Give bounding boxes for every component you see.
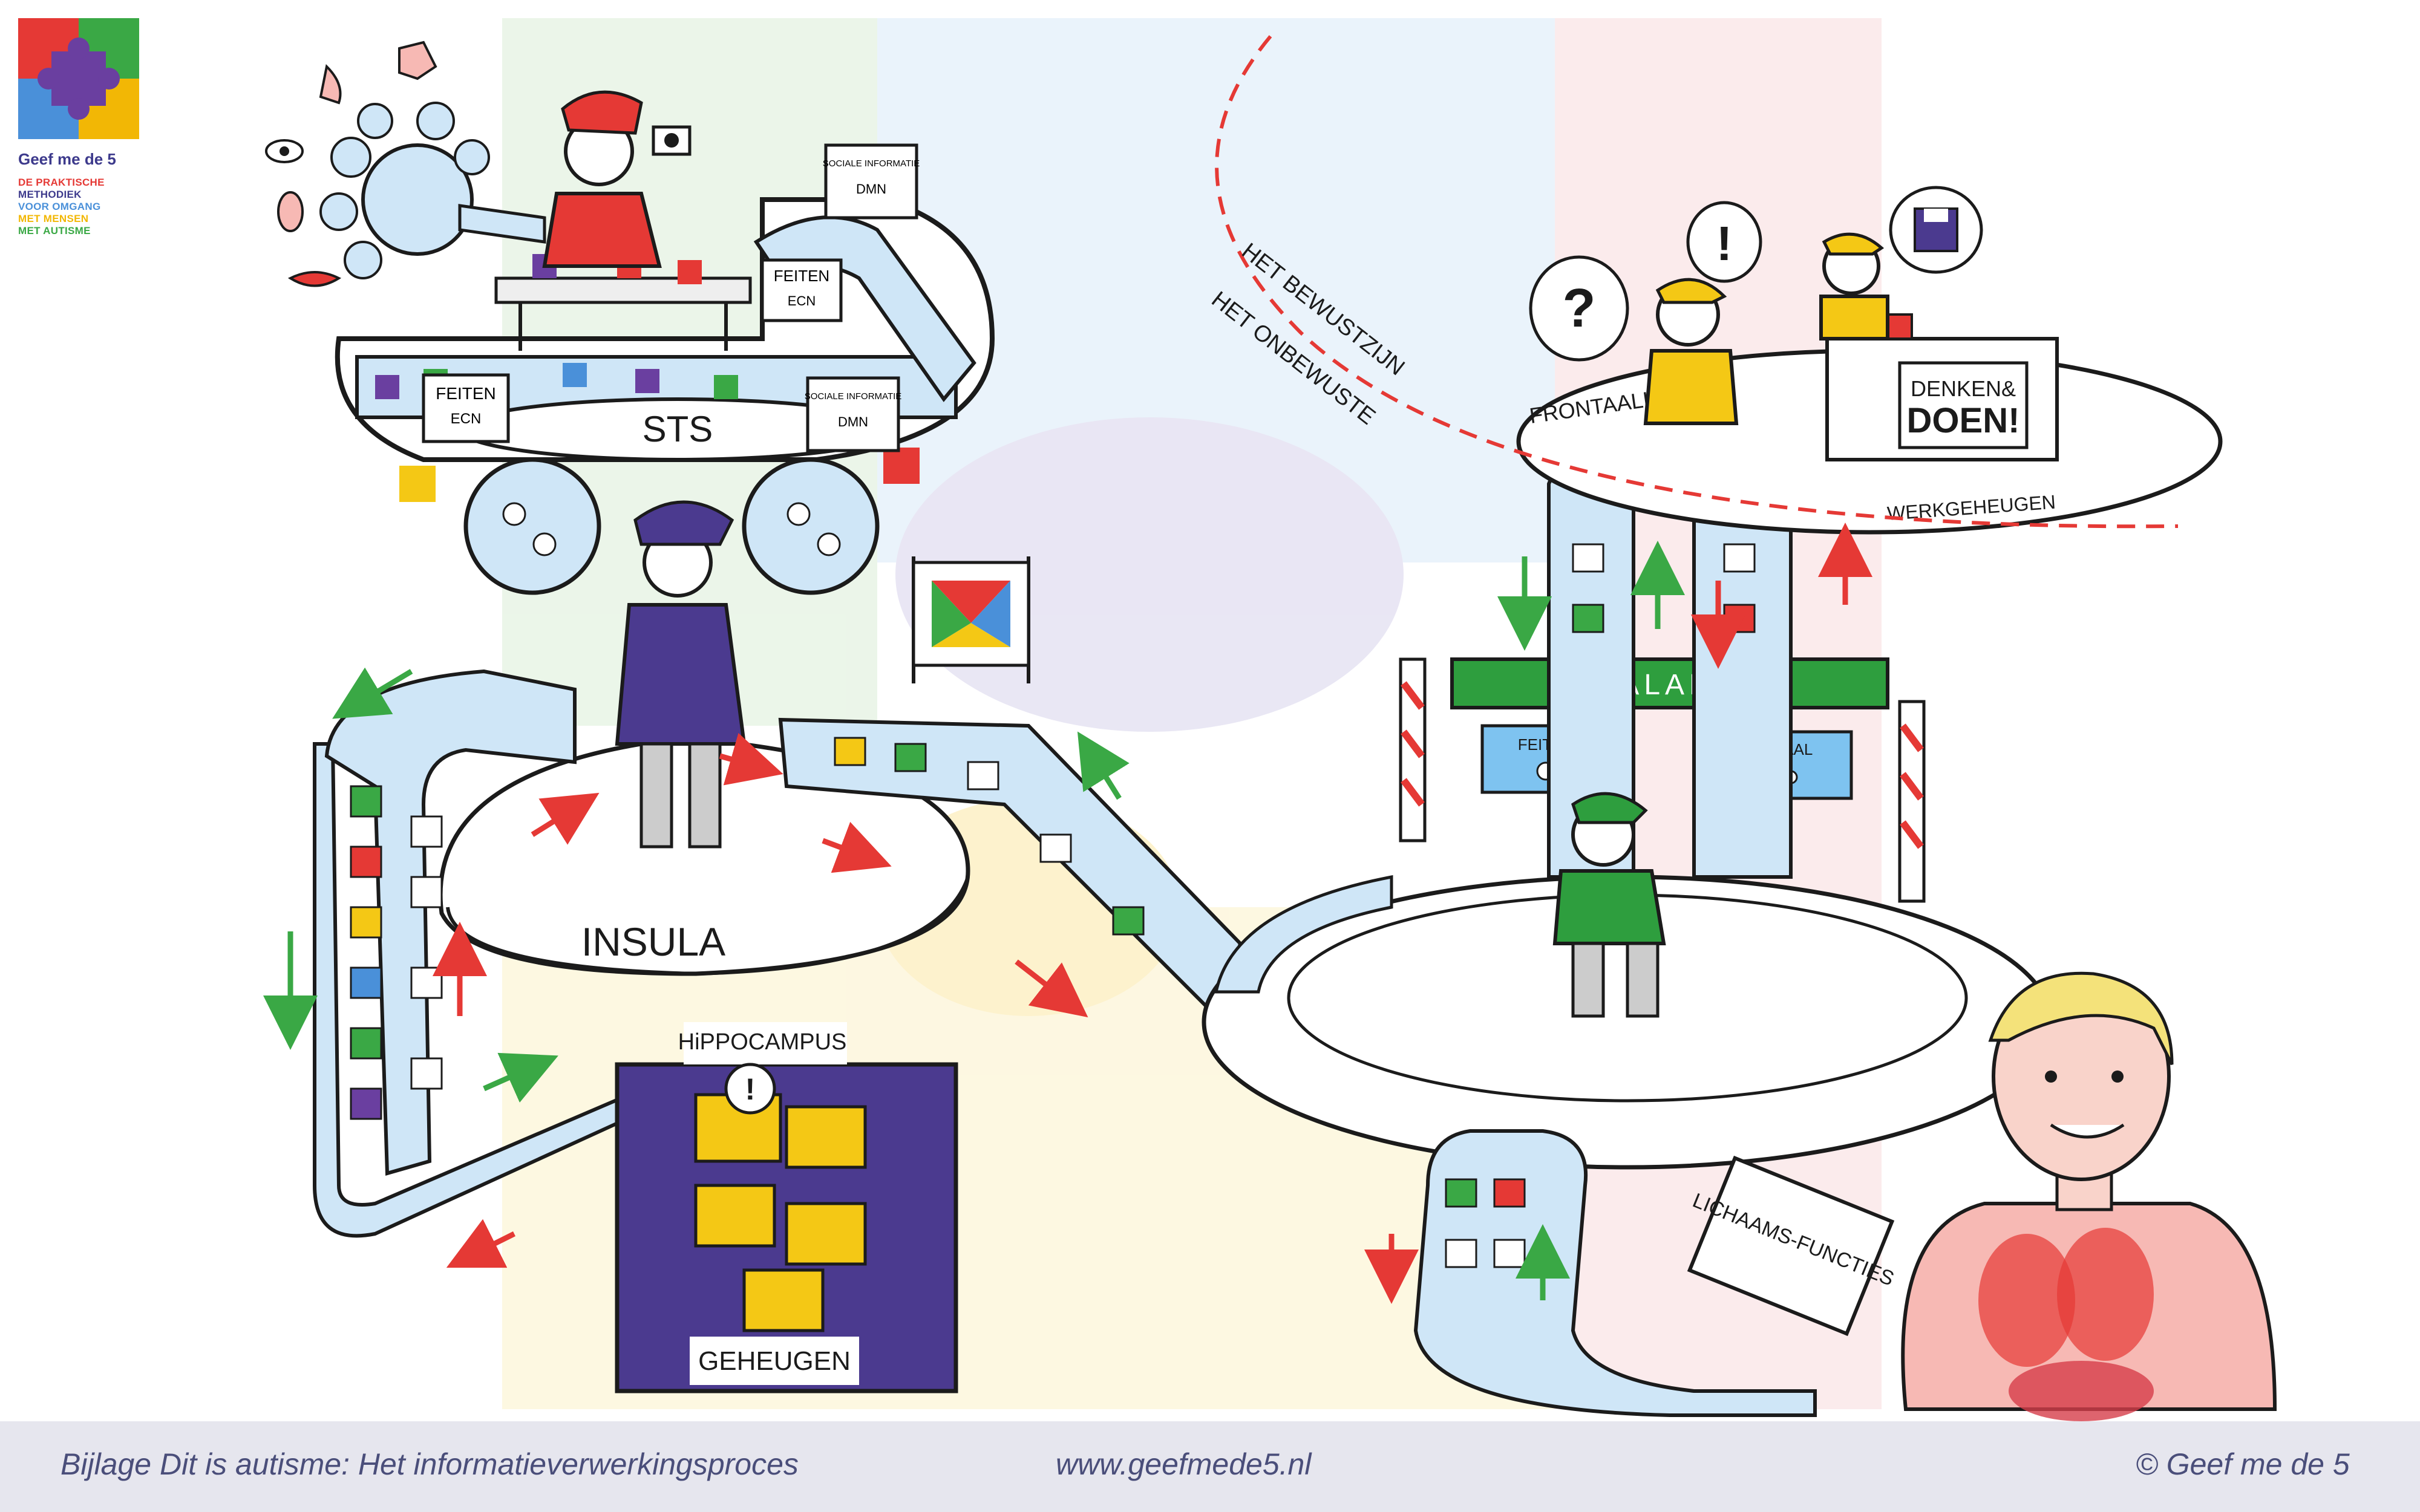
brand-tagline-2: METHODIEK [18,189,82,200]
frontal-person-1 [1643,278,1739,425]
insula-person [615,500,747,849]
sts-lens-right [742,457,880,595]
footer-bar: Bijlage Dit is autisme: Het informatieve… [0,1421,2420,1512]
arrow-icon [483,1052,558,1103]
footer-website-link[interactable]: www.geefmede5.nl [1056,1447,1312,1481]
exclaim-bubble: ! [1686,201,1762,283]
denken-label: DENKEN& [1911,376,2016,401]
arrow-icon [332,667,413,719]
thalamus-person [1552,792,1666,1018]
arrow-icon [719,732,783,786]
nose-icon [319,64,342,105]
arrow-icon [822,821,892,873]
flow-arrows [263,523,1872,1304]
sts-sign-4-sub: DMN [838,414,868,429]
svg-text:!: ! [745,1072,756,1106]
body-tube [1413,1129,1817,1417]
left-conveyor-tube [313,669,658,1238]
floppy-bubble [1889,186,1983,274]
sts-sign-2-title: FEITEN [774,267,829,285]
brand-name: Geef me de 5 [18,150,116,168]
sts-sign-3-title: SOCIALE INFORMATIE [823,158,920,169]
brand-tagline-4: MET MENSEN [18,213,89,224]
sts-person [542,90,692,268]
folder-icon [785,1202,867,1266]
sts-sign-1-sub: ECN [451,411,482,427]
brand-tagline-3: VOOR OMGANG [18,201,101,212]
sts-sign-2-sub: ECN [788,293,816,308]
sts-sign-4-title: SOCIALE INFORMATIE [805,391,902,402]
puzzle-icon [635,369,659,393]
sts-lens-left [463,457,601,595]
ear-icon [277,191,304,232]
sts-sign-2: FEITEN ECN [760,258,843,322]
puzzle-icon [714,375,738,399]
arrow-icon [446,1219,516,1268]
sts-sign-3: SOCIALE INFORMATIE DMN [823,143,920,220]
process-illustration: STS FEITEN ECN FEITEN ECN SOCIALE [263,18,2277,1421]
folder-icon [694,1184,776,1248]
footer-title: Bijlage Dit is autisme: Het informatieve… [60,1447,799,1481]
denken-doen-box: DENKEN& DOEN! [1825,313,2059,461]
puzzle-flag [912,556,1030,683]
arrow-icon [1015,959,1088,1018]
puzzle-logo-icon [18,18,139,139]
puzzle-icon [399,466,436,502]
sts-sign-4: SOCIALE INFORMATIE DMN [805,376,902,452]
doen-label: DOEN! [1907,401,2020,440]
lichaamsfuncties-sign: LICHAAMS-FUNCTIES [1687,1155,1897,1337]
frontal-person-2 [1819,232,1889,341]
arrow-icon [1077,731,1130,800]
exclaim-mark: ! [1716,217,1733,270]
question-bubble: ? [1529,255,1629,362]
question-mark: ? [1563,278,1596,339]
senses-cluster [265,41,546,287]
hand-icon [398,41,437,80]
brand-tagline-5: MET AUTISME [18,225,91,236]
brand-block: Geef me de 5 DE PRAKTISCHE METHODIEK VOO… [18,18,157,236]
geheugen-label: GEHEUGEN [698,1346,851,1376]
arrow-icon [531,792,600,845]
body-figure [1901,971,2277,1421]
mouth-icon [287,271,342,287]
hippocampus-area: HiPPOCAMPUS ! GEHEUGEN [615,1022,958,1393]
puzzle-icon [375,375,399,399]
sts-sign-1-title: FEITEN [436,384,496,403]
footer-copyright: © Geef me de 5 [2136,1447,2350,1481]
folder-icon [742,1268,825,1332]
insula-label: INSULA [581,919,725,964]
sts-sign-3-sub: DMN [856,181,886,197]
hippocampus-label: HiPPOCAMPUS [678,1029,847,1055]
folder-icon [785,1105,867,1169]
sts-label: STS [643,409,713,449]
sts-sign-1: FEITEN ECN [422,373,510,443]
puzzle-icon [678,260,702,284]
puzzle-icon [883,448,920,484]
camera-icon [652,125,692,156]
puzzle-icon [563,363,587,387]
brand-tagline-1: DE PRAKTISCHE [18,177,105,188]
